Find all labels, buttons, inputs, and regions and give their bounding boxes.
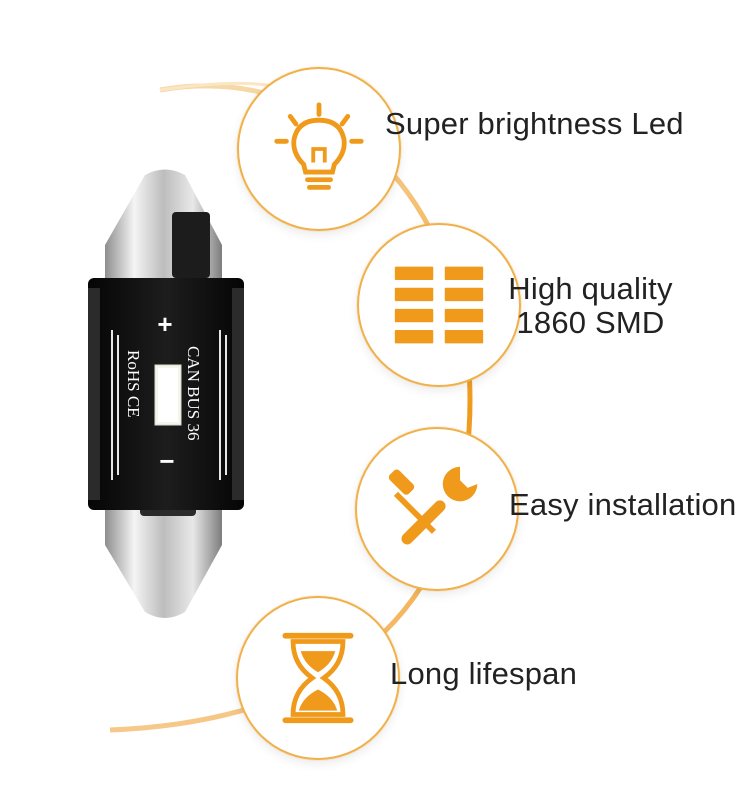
wrench-screwdriver-icon (389, 466, 478, 545)
feature-quality-line1: High quality (508, 271, 673, 306)
feature-quality-line2: 1860 SMD (516, 305, 665, 340)
feature-installation-label: Easy installation (509, 487, 737, 522)
lightbulb-icon (274, 102, 364, 190)
rohs-ce-marking: RoHS CE (124, 350, 143, 418)
led-festoon-bulb-image: + − CAN BUS 36 RoHS CE (88, 169, 244, 618)
feature-brightness-circle (237, 67, 401, 231)
feature-brightness-label: Super brightness Led (385, 106, 684, 141)
feature-lifespan-circle (236, 596, 400, 760)
feature-installation-circle (355, 427, 519, 591)
feature-quality-circle (357, 223, 521, 387)
feature-lifespan-label: Long lifespan (390, 656, 578, 691)
minus-sign: − (159, 446, 174, 476)
plus-sign: + (157, 309, 172, 339)
feature-quality-label: High quality 1860 SMD (508, 272, 673, 340)
led-chip-grid-icon (394, 266, 484, 344)
can-bus-marking: CAN BUS 36 (184, 346, 203, 440)
hourglass-icon (282, 632, 354, 724)
